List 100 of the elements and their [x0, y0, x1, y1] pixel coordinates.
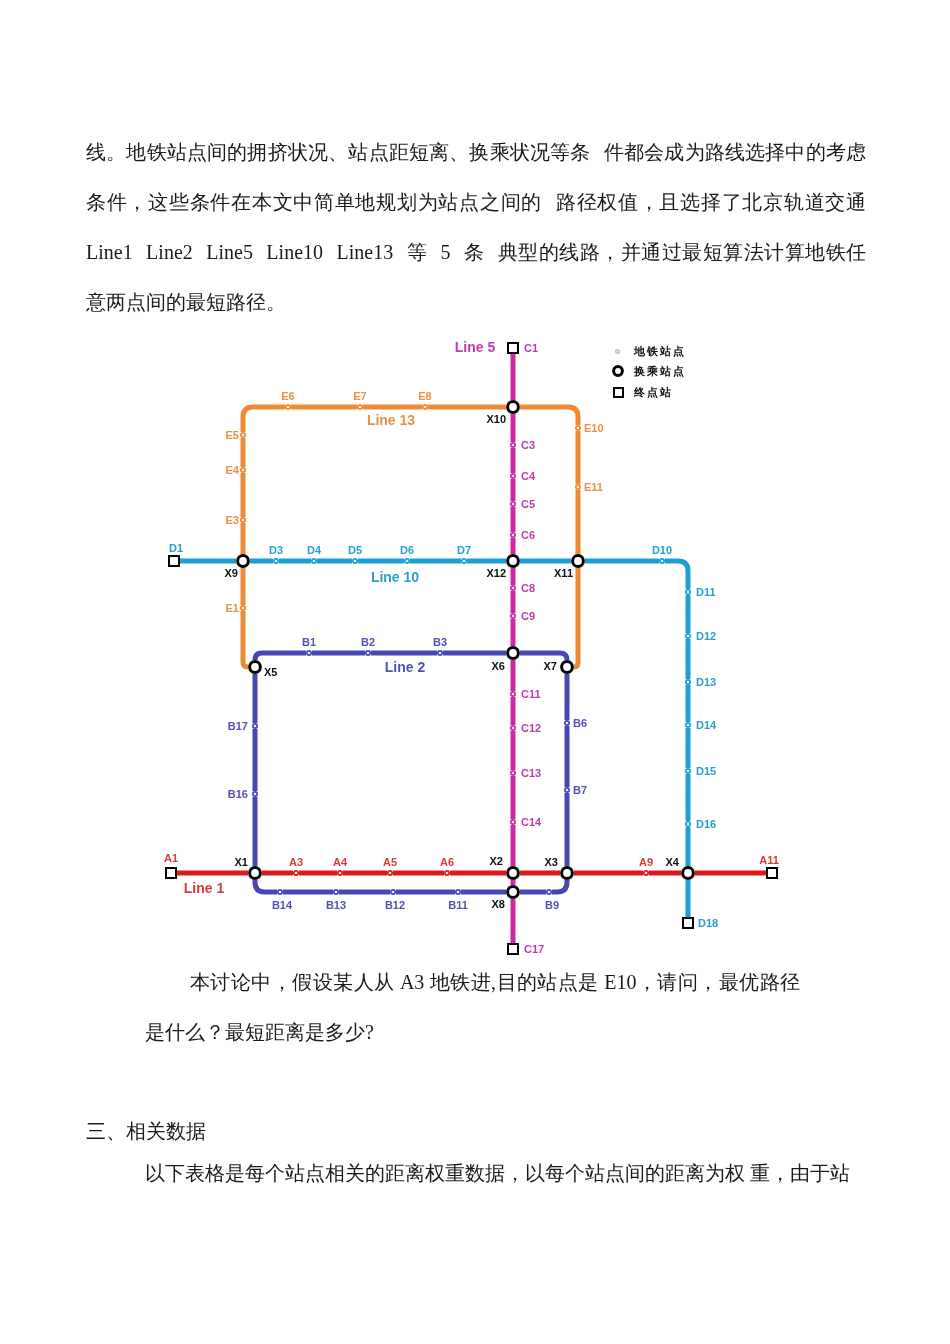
station-label: C1 [524, 342, 539, 354]
metro-line [291, 404, 357, 410]
station-label: B12 [384, 899, 406, 911]
metro-line [283, 889, 333, 895]
station-label: B6 [573, 717, 588, 729]
metro-line [585, 558, 659, 564]
metro-line [575, 431, 581, 484]
metro-line [279, 558, 311, 564]
station-label: D1 [168, 542, 184, 554]
metro-line [252, 729, 258, 791]
body-paragraph: 以下表格是每个站点相关的距离权重数据，以每个站点间的距离为权 重，由于站 [145, 1161, 851, 1186]
metro-line [571, 568, 581, 670]
metro-line [575, 490, 581, 554]
station-label: X7 [543, 660, 557, 672]
metro-line [317, 558, 352, 564]
station-label: C13 [521, 767, 542, 779]
station-label: E6 [281, 390, 295, 402]
metro-line [649, 870, 681, 876]
metro-line [510, 619, 516, 646]
station-label: X10 [486, 413, 506, 425]
metro-line [177, 870, 248, 876]
station-label: D3 [268, 544, 284, 556]
metro-line [685, 728, 691, 768]
station-label: X12 [486, 567, 506, 579]
metro-line [510, 591, 516, 613]
metro-line [312, 650, 365, 656]
station-label: A11 [759, 854, 779, 866]
metro-line [685, 880, 691, 917]
metro-line [564, 674, 570, 720]
station-label: D4 [306, 544, 322, 556]
station-label: E7 [353, 390, 367, 402]
metro-line [393, 870, 444, 876]
station-label: A4 [332, 856, 348, 868]
station-label: X2 [489, 855, 503, 867]
station-label: X6 [491, 660, 505, 672]
station-label: B14 [271, 899, 293, 911]
station-label: X5 [264, 666, 278, 678]
station-label: B9 [544, 899, 560, 911]
metro-line [343, 870, 387, 876]
station-label: X11 [554, 567, 573, 579]
metro-line [252, 650, 306, 663]
metro-line [510, 507, 516, 532]
metro-line [552, 879, 570, 895]
station-label: C9 [521, 610, 536, 622]
legend-label: 地铁站点 [634, 344, 686, 358]
station-label: E4 [225, 464, 239, 476]
station-label: E11 [584, 481, 603, 493]
metro-line [665, 558, 691, 589]
metro-line [240, 404, 285, 432]
station-label: A5 [382, 856, 398, 868]
metro-line [252, 797, 258, 866]
legend-label: 终点站 [634, 385, 673, 399]
station-label: C8 [521, 582, 536, 594]
line-name-label: Line 5 [454, 339, 496, 355]
station-label: C5 [521, 498, 536, 510]
metro-line [685, 685, 691, 722]
station-label: D11 [696, 586, 716, 598]
metro-line [564, 793, 570, 866]
station-label: B16 [227, 788, 248, 800]
metro-line [510, 731, 516, 770]
metro-line [240, 438, 246, 467]
station-label: C3 [521, 439, 536, 451]
metro-line [240, 568, 246, 605]
station-label: B11 [448, 899, 468, 911]
metro-line [510, 697, 516, 725]
station-label: A9 [638, 856, 654, 868]
station-label: X9 [224, 567, 238, 579]
metro-line [510, 776, 516, 819]
line-name-label: Line 10 [370, 569, 420, 585]
station-label: C17 [524, 943, 545, 955]
metro-line [685, 595, 691, 633]
station-label: B2 [360, 636, 376, 648]
metro-line [695, 870, 766, 876]
metro-line [240, 611, 251, 670]
station-label: D15 [696, 765, 717, 777]
metro-line [252, 674, 258, 723]
metro-line [252, 879, 277, 895]
station-label: E10 [584, 422, 604, 434]
line-name-label: Line 13 [366, 412, 416, 428]
metro-line [520, 870, 560, 876]
station-label: X8 [491, 898, 505, 910]
station-label: C12 [521, 722, 542, 734]
station-label: C11 [521, 688, 541, 700]
station-label: E5 [225, 429, 239, 441]
station-label: E1 [225, 602, 239, 614]
metro-line [396, 889, 455, 895]
metro-line [299, 870, 337, 876]
metro-line [510, 479, 516, 501]
station-label: X3 [544, 856, 558, 868]
station-label: D7 [456, 544, 472, 556]
metro-line [685, 774, 691, 821]
metro-line [250, 558, 273, 564]
station-label: D14 [696, 719, 717, 731]
metro-line [510, 660, 516, 691]
metro-line [520, 889, 546, 895]
metro-line [339, 889, 390, 895]
line-name-label: Line 2 [384, 659, 426, 675]
metro-line [450, 870, 506, 876]
station-label: C4 [521, 470, 536, 482]
body-paragraph: 本讨论中，假设某人从 A3 地铁进,目的站点是 E10，请问，最优路径是什么？最短距离是多少? [145, 970, 800, 1045]
